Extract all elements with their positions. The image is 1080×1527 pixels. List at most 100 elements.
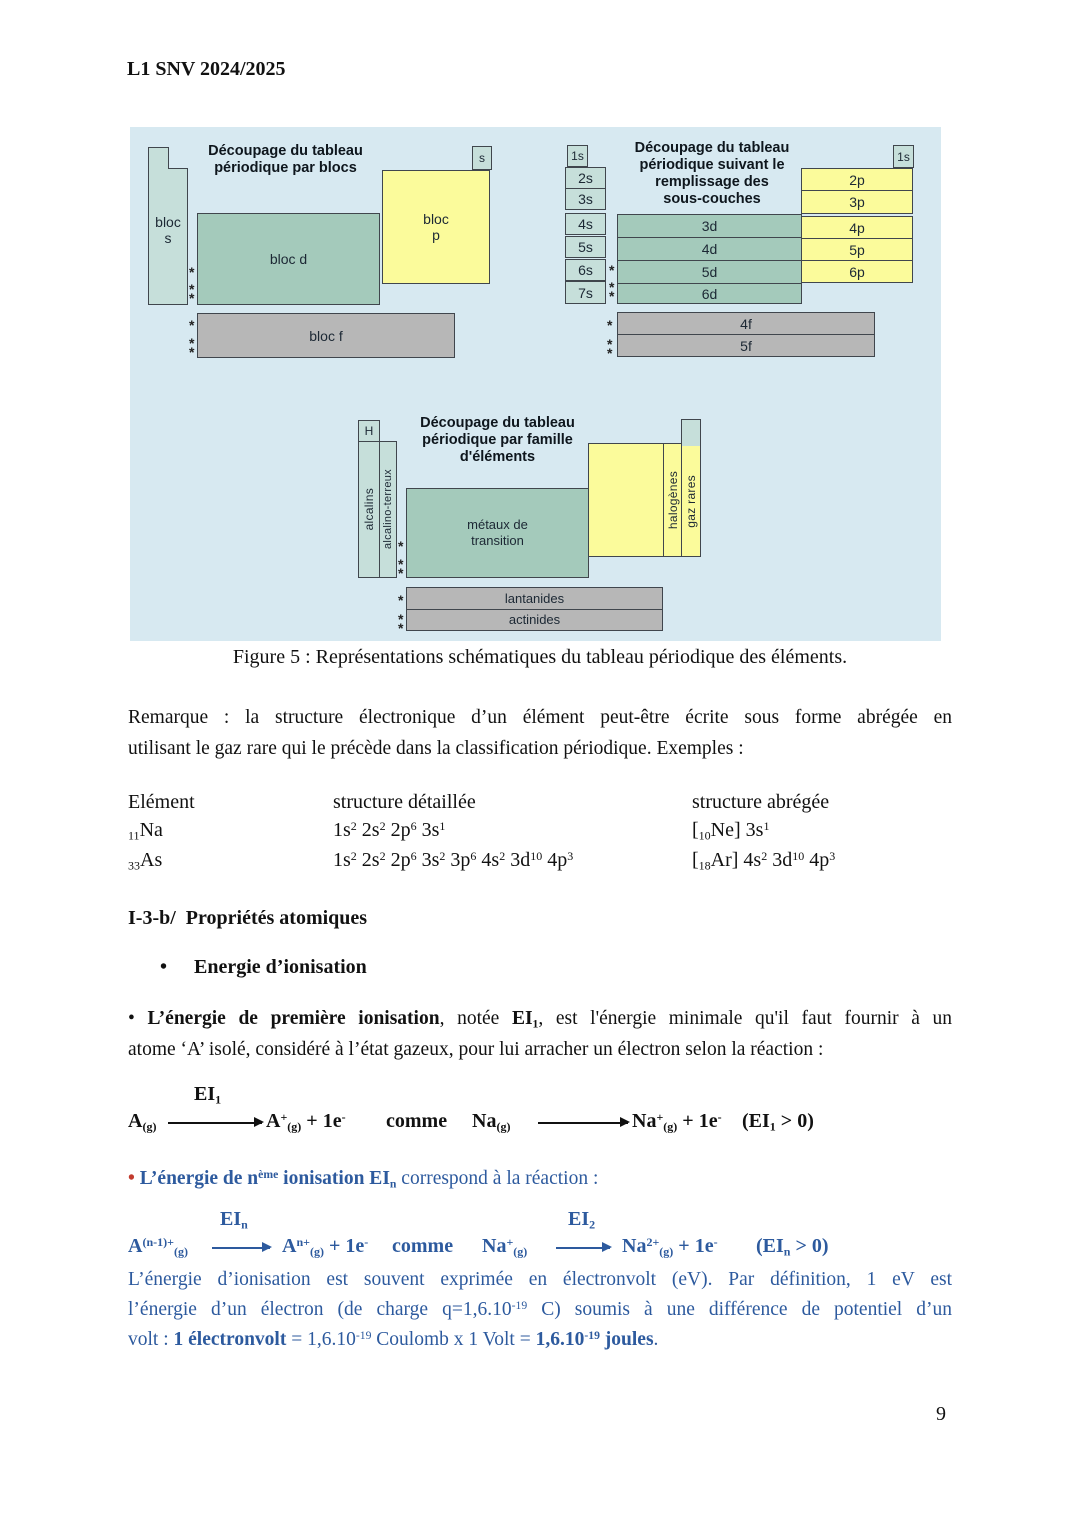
structure-table: Elément structure détaillée structure ab… (128, 791, 952, 881)
subshell-3s-box: 3s (565, 188, 606, 210)
s-corner-box: s (472, 146, 492, 170)
subshell-7s-label: 7s (578, 284, 593, 301)
subshell-1s-left-label: 1s (571, 149, 584, 163)
subshell-3p-label: 3p (849, 194, 865, 210)
subshell-4f-label: 4f (740, 315, 752, 332)
subshell-1s-left-box: 1s (567, 145, 588, 167)
diagram-blocs-title: Découpage du tableau périodique par bloc… (183, 143, 388, 177)
header-detaillee: structure détaillée (333, 791, 476, 813)
subshell-1s-right-box: 1s (893, 145, 914, 168)
bloc-s-label: bloc s (149, 214, 187, 246)
actinides-box: actinides (406, 609, 663, 631)
na-detailed-config: 1s2 2s2 2p6 3s1 (333, 819, 446, 841)
nonmetaux-box (588, 443, 664, 557)
header-abregee: structure abrégée (692, 791, 830, 813)
reaction2-reactant: A(n-1)+(g) (128, 1235, 188, 1259)
asterisk-marker: * (398, 538, 404, 554)
subshell-7s-box: 7s (565, 281, 606, 304)
reaction2-product2: Na2+(g) + 1e- (622, 1235, 718, 1259)
subshell-2s-box: 2s (565, 167, 606, 189)
asterisk-marker: * (398, 556, 404, 572)
electronvolt-line2: l’énergie d’un électron (de charge q=1,6… (128, 1299, 952, 1320)
bloc-p-label: bloc p (423, 211, 449, 243)
subshell-6d-box: 6d (617, 283, 802, 304)
electronvolt-line3: volt : 1 électronvolt = 1,6.10-19 Coulom… (128, 1329, 659, 1350)
ionisation-paragraph: • L’énergie de première ionisation, noté… (128, 1003, 952, 1065)
element-na: 11Na (128, 819, 163, 843)
diagram-familles-title-line3: d'éléments (459, 449, 536, 465)
asterisk-marker: * (398, 592, 404, 608)
asterisk-marker: * (398, 620, 404, 636)
remarque-line1: Remarque : la structure électronique d’u… (128, 707, 952, 728)
reaction-arrow-icon (168, 1117, 264, 1127)
asterisk-marker: * (607, 317, 613, 333)
bloc-p-box: bloc p (382, 170, 490, 284)
asterisk-marker: * (609, 262, 615, 278)
diagram-souscouches-title-line2: périodique suivant le (639, 157, 785, 173)
subshell-5f-box: 5f (617, 334, 875, 357)
subshell-6s-box: 6s (565, 259, 606, 281)
section-heading-number: I-3-b/ (128, 907, 176, 929)
metaux-transition-label-line2: transition (471, 533, 524, 548)
subshell-6p-label: 6p (849, 263, 865, 280)
alcalins-label: alcalins (362, 488, 376, 531)
asterisk-marker: * (189, 344, 195, 360)
asterisk-marker: * (607, 345, 613, 361)
reaction-1: EI1 A(g) A+(g) + 1e- comme Na(g) Na+(g) … (128, 1083, 958, 1145)
diagram-souscouches-title: Découpage du tableau périodique suivant … (613, 140, 811, 208)
asterisk-marker: * (189, 281, 195, 297)
reaction-arrow-icon (556, 1242, 612, 1252)
reaction1-condition: (EI1 > 0) (742, 1110, 814, 1134)
subshell-3d-label: 3d (701, 218, 718, 234)
asterisk-marker: * (398, 611, 404, 627)
asterisk-marker: * (189, 317, 195, 333)
reaction1-line: A(g) A+(g) + 1e- comme Na(g) Na+(g) + 1e… (128, 1110, 958, 1140)
red-bullet-icon: • (128, 1168, 135, 1189)
subshell-6p-box: 6p (801, 260, 913, 283)
subshell-4d-box: 4d (617, 237, 802, 261)
reaction2-line: A(n-1)+(g) An+(g) + 1e- comme Na+(g) Na2… (128, 1235, 958, 1265)
bloc-d-box: bloc d (197, 213, 380, 305)
gaz-rares-column: gaz rares (681, 419, 701, 557)
alcalins-column: alcalins (358, 441, 380, 578)
subshell-6s-label: 6s (578, 262, 593, 278)
header-element: Elément (128, 791, 195, 813)
as-detailed-config: 1s2 2s2 2p6 3s2 3p6 4s2 3d10 4p3 (333, 849, 574, 871)
actinides-label: actinides (508, 612, 561, 627)
reaction2-ein-label: EIn (220, 1208, 248, 1232)
subshell-4p-label: 4p (849, 219, 865, 236)
subshell-5s-box: 5s (565, 236, 606, 258)
bloc-s-box: bloc s (148, 147, 188, 305)
diagram-souscouches-title-line4: sous-couches (663, 191, 761, 207)
reaction1-ei1-label: EI1 (194, 1083, 222, 1107)
asterisk-marker: * (609, 288, 615, 304)
subshell-3p-box: 3p (801, 190, 913, 214)
asterisk-marker: * (189, 290, 195, 306)
bloc-d-label: bloc d (269, 251, 308, 267)
s-corner-label: s (479, 151, 485, 165)
subshell-4s-box: 4s (565, 213, 606, 235)
bloc-p-label-line1: bloc (423, 211, 449, 227)
gaz-rares-helium-cap (682, 420, 700, 446)
subshell-2p-label: 2p (849, 171, 865, 188)
remarque-line2: utilisant le gaz rare qui le précède dan… (128, 738, 744, 759)
page-number: 9 (936, 1403, 946, 1425)
alcalino-terreux-column: alcalino-terreux (379, 441, 397, 578)
reaction1-product1: A+(g) + 1e- (266, 1110, 346, 1134)
subshell-2p-box: 2p (801, 168, 913, 191)
bullet-icon: • (160, 956, 168, 978)
diagram-familles-title: Découpage du tableau périodique par fami… (400, 415, 595, 466)
bloc-f-box: bloc f (197, 313, 455, 358)
as-abbrev-config: [18Ar] 4s2 3d10 4p3 (692, 849, 836, 873)
metaux-transition-label-line1: métaux de (467, 517, 528, 532)
subshell-4d-label: 4d (701, 241, 718, 257)
bloc-f-label: bloc f (309, 327, 343, 344)
subshell-4f-box: 4f (617, 312, 875, 335)
asterisk-marker: * (398, 565, 404, 581)
metaux-transition-label: métaux de transition (467, 517, 528, 549)
bullet-item-energie: • Energie d’ionisation (160, 956, 367, 979)
alcalino-terreux-label: alcalino-terreux (382, 469, 394, 550)
nieme-text: L’énergie de nème ionisation EIn corresp… (139, 1168, 599, 1191)
reaction2-condition: (EIn > 0) (756, 1235, 829, 1259)
diagram-blocs-title-line1: Découpage du tableau (208, 143, 363, 159)
